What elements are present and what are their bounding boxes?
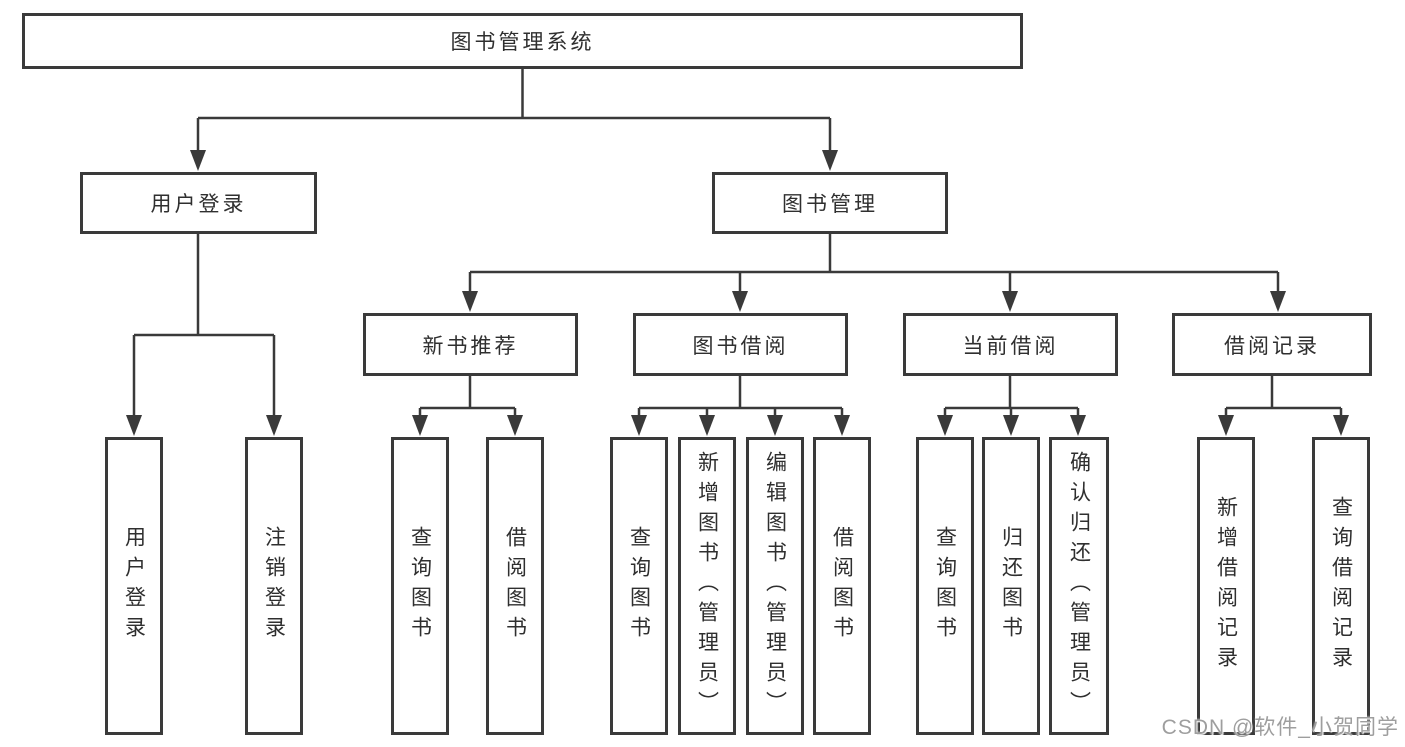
leaf-records-query-borrow-record: 查询借阅记录 bbox=[1312, 437, 1370, 735]
leaf-current-confirm-return-admin-label: 确认归还（管理员） bbox=[1067, 451, 1091, 721]
leaf-records-query-borrow-record-label: 查询借阅记录 bbox=[1329, 496, 1353, 676]
leaf-current-query-books: 查询图书 bbox=[916, 437, 974, 735]
leaf-borrowing-edit-books-admin: 编辑图书（管理员） bbox=[746, 437, 804, 735]
node-user-login: 用户登录 bbox=[80, 172, 317, 234]
node-borrowing-records: 借阅记录 bbox=[1172, 313, 1372, 376]
leaf-borrowing-add-books-admin-label: 新增图书（管理员） bbox=[695, 451, 719, 721]
leaf-current-return-books: 归还图书 bbox=[982, 437, 1040, 735]
node-borrowing-records-label: 借阅记录 bbox=[1224, 334, 1320, 358]
node-user-login-label: 用户登录 bbox=[150, 193, 247, 216]
node-book-management: 图书管理 bbox=[712, 172, 948, 234]
leaf-records-add-borrow-record-label: 新增借阅记录 bbox=[1214, 496, 1238, 676]
leaf-current-return-books-label: 归还图书 bbox=[999, 526, 1023, 646]
node-new-book-recommendation: 新书推荐 bbox=[363, 313, 578, 376]
leaf-borrowing-borrow-books-label: 借阅图书 bbox=[830, 526, 854, 646]
leaf-user-login: 用户登录 bbox=[105, 437, 163, 735]
node-new-book-recommendation-label: 新书推荐 bbox=[422, 334, 519, 358]
node-book-borrowing-label: 图书借阅 bbox=[692, 334, 789, 358]
leaf-current-query-books-label: 查询图书 bbox=[933, 526, 957, 646]
leaf-recommend-borrow-books-label: 借阅图书 bbox=[503, 526, 527, 646]
leaf-borrowing-add-books-admin: 新增图书（管理员） bbox=[678, 437, 736, 735]
leaf-logout: 注销登录 bbox=[245, 437, 303, 735]
leaf-recommend-borrow-books: 借阅图书 bbox=[486, 437, 544, 735]
leaf-logout-label: 注销登录 bbox=[262, 526, 286, 646]
leaf-borrowing-query-books: 查询图书 bbox=[610, 437, 668, 735]
node-current-borrowing: 当前借阅 bbox=[903, 313, 1118, 376]
leaf-borrowing-query-books-label: 查询图书 bbox=[627, 526, 651, 646]
node-book-management-label: 图书管理 bbox=[782, 193, 878, 216]
leaf-user-login-label: 用户登录 bbox=[122, 526, 146, 646]
node-current-borrowing-label: 当前借阅 bbox=[962, 334, 1059, 358]
leaf-recommend-query-books: 查询图书 bbox=[391, 437, 449, 735]
node-book-borrowing: 图书借阅 bbox=[633, 313, 848, 376]
arrowheads bbox=[126, 150, 1349, 436]
leaf-borrowing-borrow-books: 借阅图书 bbox=[813, 437, 871, 735]
leaf-recommend-query-books-label: 查询图书 bbox=[408, 526, 432, 646]
leaf-borrowing-edit-books-admin-label: 编辑图书（管理员） bbox=[763, 451, 787, 721]
node-library-management-system: 图书管理系统 bbox=[22, 13, 1023, 69]
leaf-records-add-borrow-record: 新增借阅记录 bbox=[1197, 437, 1255, 735]
leaf-current-confirm-return-admin: 确认归还（管理员） bbox=[1049, 437, 1109, 735]
node-library-management-system-label: 图书管理系统 bbox=[450, 31, 595, 54]
watermark: CSDN @软件_小贺同学 bbox=[1161, 716, 1399, 739]
